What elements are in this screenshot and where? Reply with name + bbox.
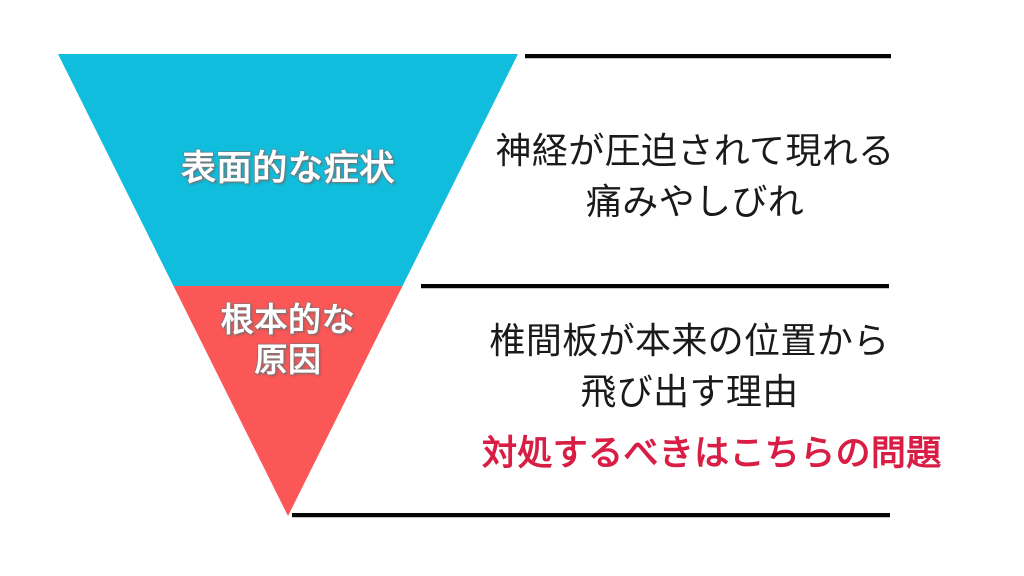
funnel-segment-surface: [58, 54, 518, 286]
description-surface: 神経が圧迫されて現れる 痛みやしびれ: [495, 125, 895, 227]
emphasis-callout: 対処するべきはこちらの問題: [482, 434, 942, 473]
description-root-cause-line1: 椎間板が本来の位置から: [489, 320, 890, 361]
divider-rule-middle: [421, 284, 889, 288]
divider-rule-top: [525, 54, 891, 58]
description-surface-line1: 神経が圧迫されて現れる: [495, 130, 895, 171]
divider-rule-bottom: [292, 513, 890, 517]
description-root-cause-line2: 飛び出す理由: [580, 371, 799, 413]
description-root-cause: 椎間板が本来の位置から 飛び出す理由: [482, 315, 897, 417]
description-surface-line2: 痛みやしびれ: [585, 181, 805, 223]
